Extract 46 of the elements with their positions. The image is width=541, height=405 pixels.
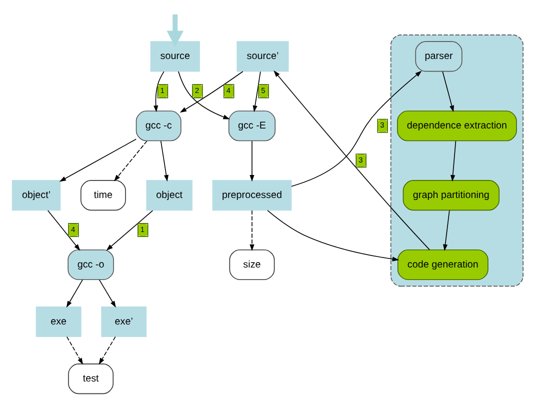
node-box: object xyxy=(146,180,192,211)
arrow xyxy=(178,71,230,120)
arrow xyxy=(450,140,456,182)
node-box: exe xyxy=(35,306,81,338)
node-box: source xyxy=(150,41,200,72)
edge-label: 5 xyxy=(260,86,265,95)
node-box: gcc -o xyxy=(67,249,114,280)
edge-label: 1 xyxy=(160,86,164,95)
arrow xyxy=(58,138,136,182)
arrow xyxy=(66,336,83,365)
arrow xyxy=(166,14,184,47)
node-box: code generation xyxy=(396,249,488,280)
node-box: size xyxy=(228,249,274,280)
arrow xyxy=(98,336,116,365)
edge-label: 3 xyxy=(358,155,362,164)
node-box: time xyxy=(80,180,126,211)
arrow xyxy=(106,210,153,251)
edge-label: 2 xyxy=(194,86,199,95)
node-box: gcc -E xyxy=(228,110,276,142)
node-box: dependence extraction xyxy=(396,110,516,142)
arrow xyxy=(273,70,430,250)
edge-label: 1 xyxy=(140,224,144,234)
arrow xyxy=(98,279,116,308)
arrow xyxy=(179,71,243,113)
node-box: object’ xyxy=(11,180,60,211)
arrow xyxy=(442,71,454,112)
arrow xyxy=(290,70,422,187)
arrow xyxy=(266,210,399,262)
arrow xyxy=(252,71,260,112)
node-box: test xyxy=(68,364,114,394)
arrow xyxy=(249,210,254,252)
node-box: preprocessed xyxy=(212,180,292,211)
arrow xyxy=(153,71,164,112)
arrow xyxy=(442,210,450,252)
edge-label: 3 xyxy=(380,120,384,130)
arrow xyxy=(66,279,82,308)
node-box: graph partitioning xyxy=(402,180,500,211)
edge-label: 4 xyxy=(226,86,230,95)
edge-label: 4 xyxy=(70,224,75,234)
node-box: parser xyxy=(414,41,462,72)
arrow xyxy=(249,140,254,182)
arrow xyxy=(160,140,168,182)
arrow xyxy=(113,140,147,182)
node-box: gcc -c xyxy=(135,110,181,142)
node-box: source’ xyxy=(236,41,288,72)
node-box: exe’ xyxy=(100,306,146,338)
